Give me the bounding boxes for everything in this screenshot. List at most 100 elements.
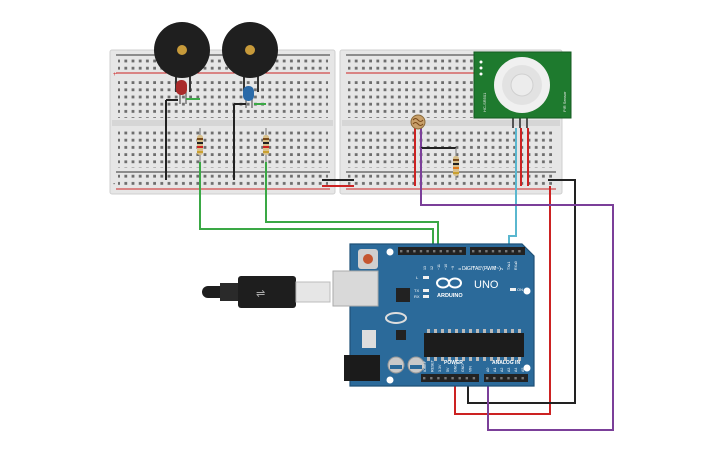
breadboard-left: + - (109, 49, 336, 195)
usb-port (332, 270, 379, 307)
header-pin (491, 250, 495, 253)
pin-label: IOREF (423, 360, 427, 372)
pin-label: A5 (521, 368, 525, 372)
header-pin (400, 250, 403, 253)
chip-pin (511, 329, 514, 333)
chip-pin (441, 329, 444, 333)
chip-pin (469, 329, 472, 333)
chip-pin (427, 329, 430, 333)
header-pin (498, 250, 501, 253)
header-pin (507, 377, 510, 380)
header-pin (518, 250, 521, 253)
buzzer-center-icon (245, 45, 255, 55)
pir-left-text: HC-SR501 (482, 92, 487, 112)
rx-label: RX (414, 294, 420, 299)
header-pin (485, 250, 488, 253)
analog-label: ANALOG IN (492, 360, 520, 366)
chip-pin (483, 329, 486, 333)
chip-pin (462, 357, 465, 361)
digital-header-right (470, 247, 525, 255)
resistor-photoresistor[interactable] (421, 147, 459, 180)
pin-label: RX◂0 (514, 261, 518, 270)
pin-label: 13 (423, 266, 427, 270)
chip-pin (483, 357, 486, 361)
chip-pin (490, 357, 493, 361)
chip-pin (448, 357, 451, 361)
photoresistor[interactable] (410, 114, 426, 186)
bottom-power-rail-left (118, 174, 328, 186)
chip-pin (497, 357, 500, 361)
buzzer-center-icon (177, 45, 187, 55)
chip-pin (462, 329, 465, 333)
pin-label: 7 (465, 268, 469, 270)
pin-label: 3.3V (438, 364, 442, 372)
chip-pin (427, 357, 430, 361)
header-pin (493, 377, 496, 380)
usb-chip (396, 288, 410, 302)
chip-pin (490, 329, 493, 333)
arduino-brand: ARDUINO (437, 293, 463, 299)
pin-label: ~5 (479, 266, 483, 270)
pin-label: ~10 (444, 264, 448, 270)
header-pin (511, 250, 514, 253)
analog-header (484, 374, 528, 382)
header-pin (521, 377, 524, 380)
header-pin (426, 250, 429, 253)
chip-pin (504, 357, 507, 361)
pin-label: A0 (486, 368, 490, 372)
rail-minus-label: - (113, 181, 116, 188)
header-pin (452, 250, 456, 253)
header-pin (465, 377, 468, 380)
wire-led-blue-to-pin (265, 162, 439, 252)
atmega-chip (424, 333, 524, 357)
pin-label: A1 (493, 368, 497, 372)
upper-terminal-block-left (118, 78, 328, 118)
pin-label: A3 (507, 368, 511, 372)
header-pin (437, 377, 440, 380)
chip-pin (518, 357, 521, 361)
header-pin (423, 377, 426, 380)
pin-label: 8 (458, 268, 462, 270)
header-pin (458, 377, 461, 380)
digital-header-left (398, 247, 466, 255)
arduino-model: UNO (474, 279, 499, 291)
chip-pin (434, 329, 437, 333)
header-pin (472, 377, 476, 380)
pin-label: A4 (514, 368, 518, 372)
arduino-logo-icon (436, 277, 462, 289)
wire-5v (454, 186, 551, 415)
pin-label: ~3 (493, 266, 497, 270)
pin-label: GND (453, 364, 457, 372)
pin-label: RESET (431, 359, 435, 372)
power-jack (344, 355, 380, 381)
on-label: ON (517, 287, 523, 292)
header-pin (430, 377, 433, 380)
wire-analog-a0 (420, 148, 614, 431)
header-pin (500, 377, 503, 380)
pin-label: VIN (469, 366, 473, 372)
header-pin (505, 250, 508, 253)
header-pin (439, 250, 442, 253)
chip-pin (455, 329, 458, 333)
pin-label: 5V (446, 367, 450, 372)
usb-cable: ⇌ (202, 276, 331, 308)
chip-pin (469, 357, 472, 361)
chip-pin (476, 357, 479, 361)
header-pin (514, 377, 517, 380)
pin-label: TX▸1 (507, 262, 511, 270)
top-power-rail-left (118, 58, 328, 70)
rail-plus-label: + (113, 72, 117, 78)
header-pin (451, 377, 454, 380)
chip-pin (476, 329, 479, 333)
l-label: L (416, 275, 419, 280)
resistor-blue-led[interactable] (263, 128, 269, 162)
resistor-red-led[interactable] (197, 128, 203, 162)
header-pin (444, 377, 447, 380)
pir-sensor[interactable]: HC-SR501 PIR Sensor (473, 51, 572, 128)
